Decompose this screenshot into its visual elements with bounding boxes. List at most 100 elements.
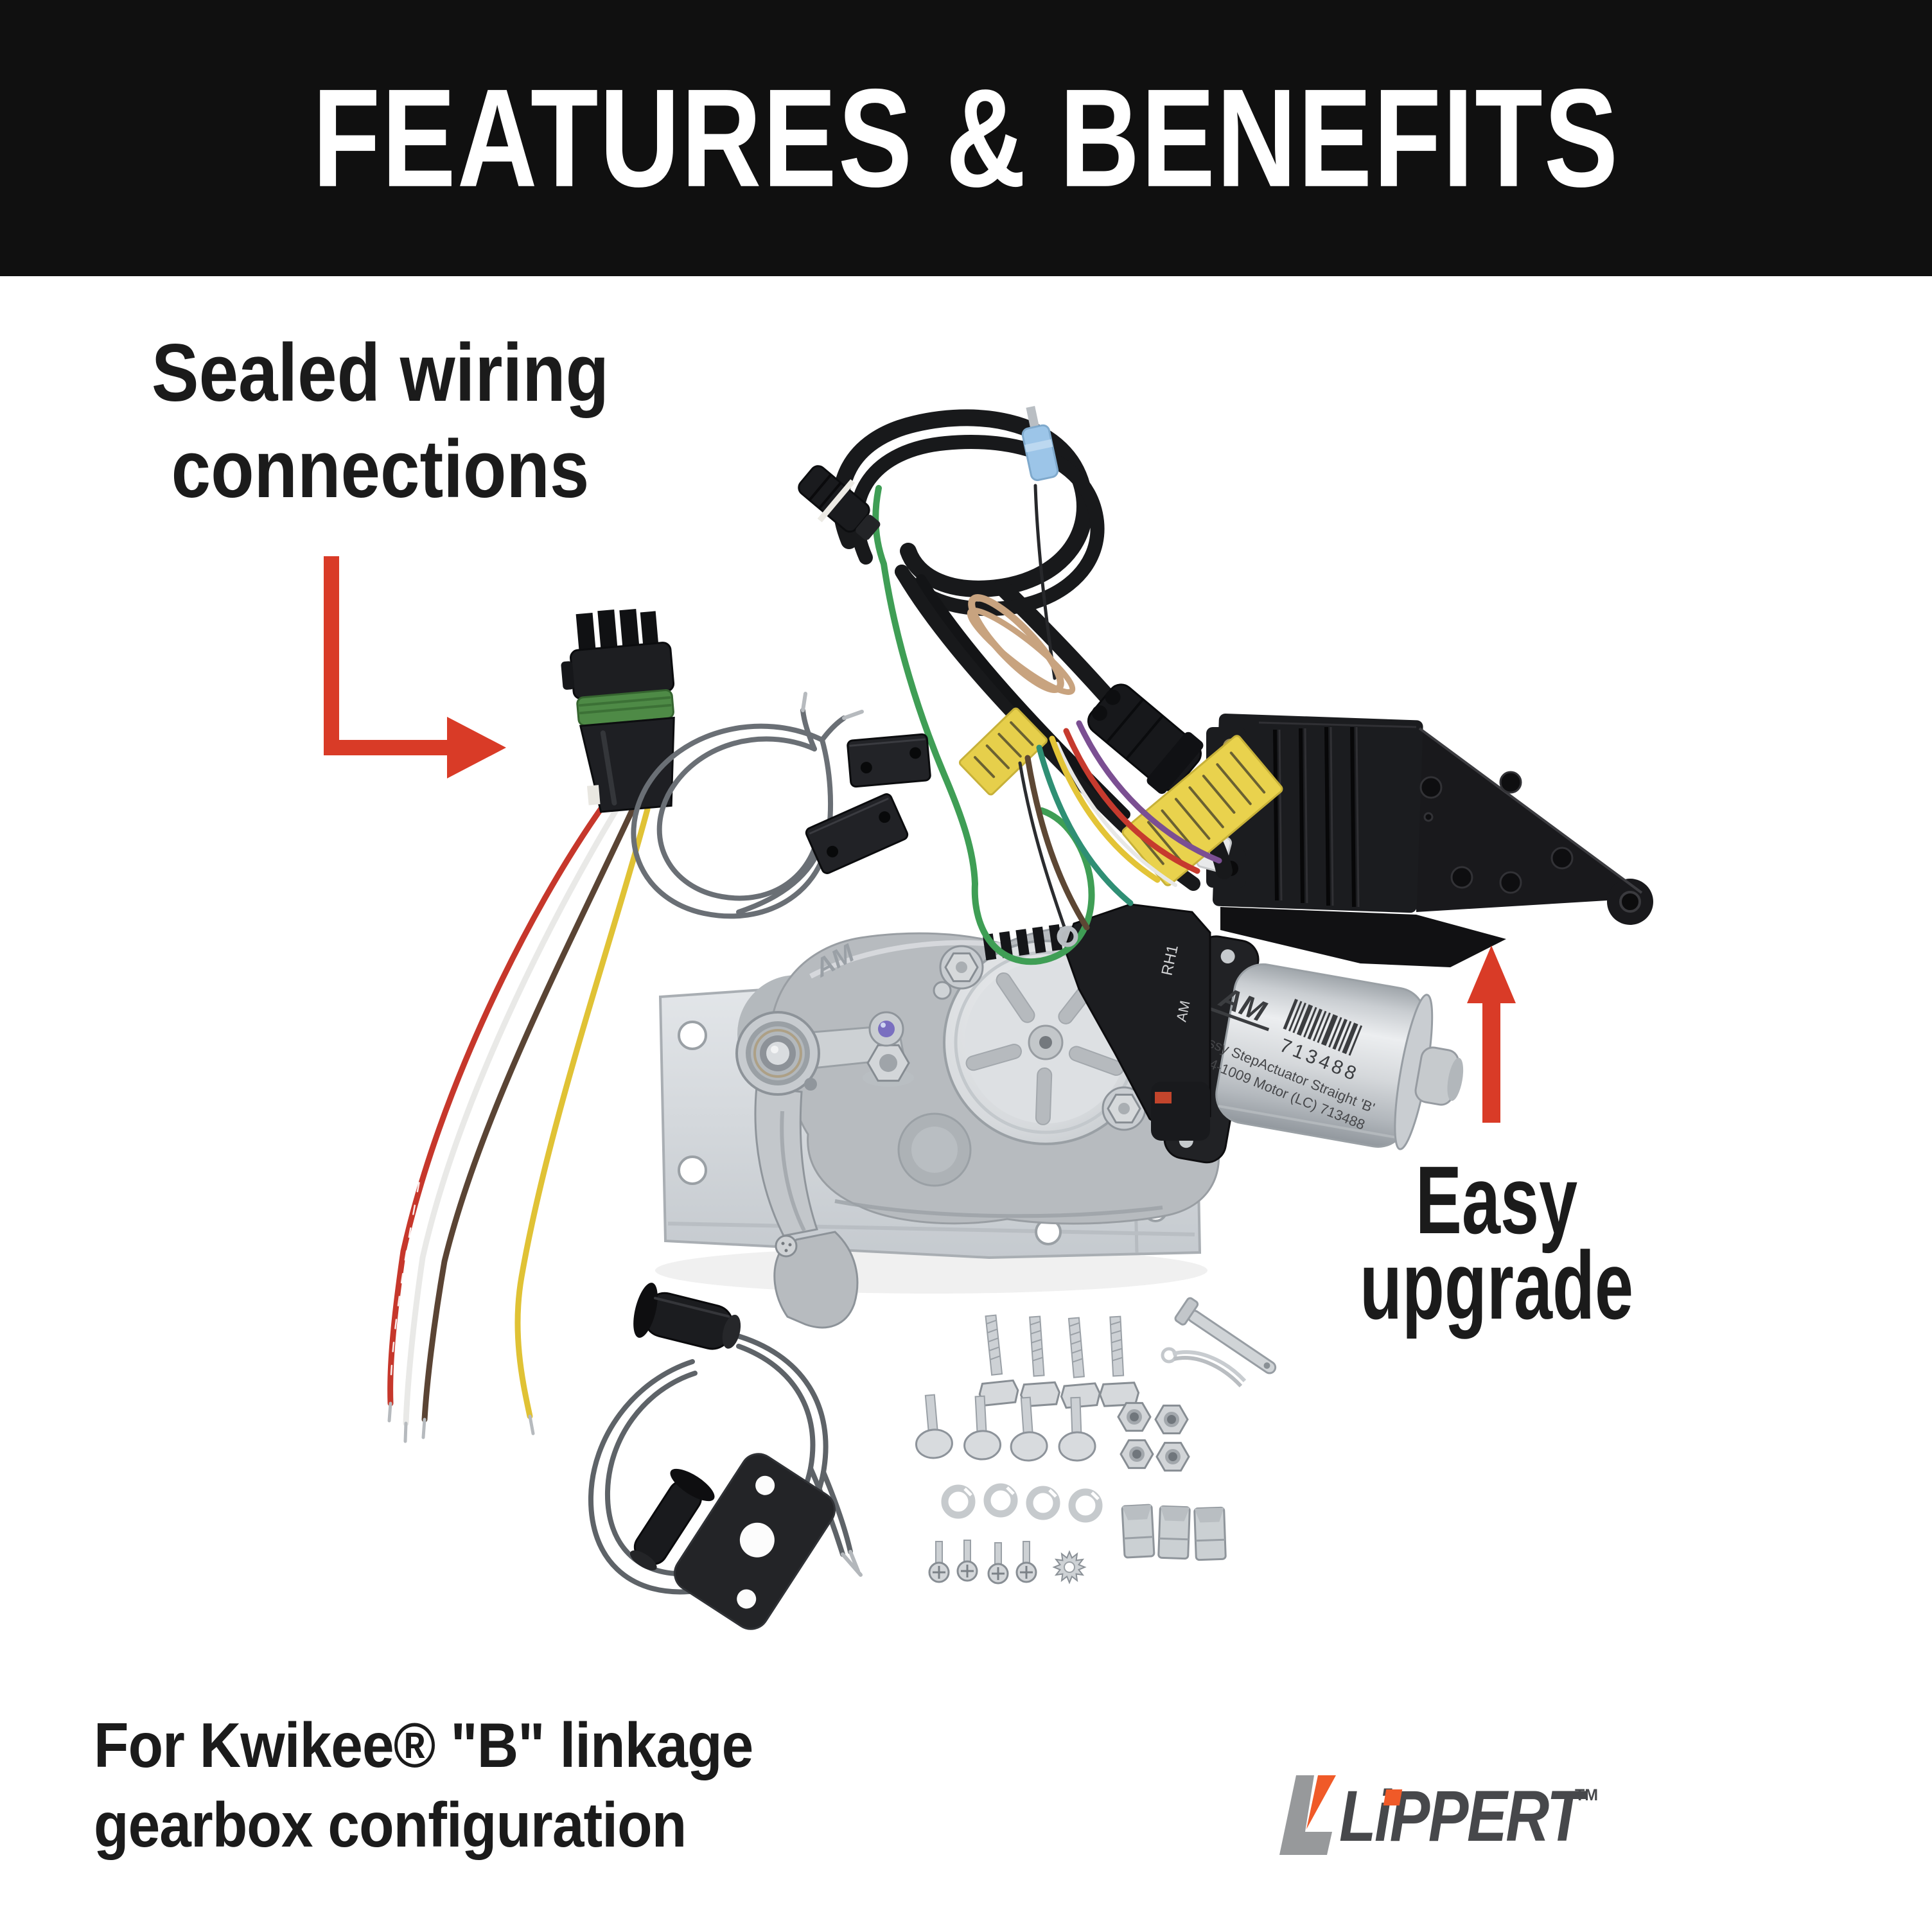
line-shape [654,1297,730,1318]
polygon-shape [978,1379,1019,1407]
callout-easy-line2: upgrade [1359,1231,1634,1339]
line-shape [988,1337,999,1342]
purple-wire [1076,720,1222,864]
cotter-pin [1161,1347,1247,1388]
rect-shape [1068,1046,1124,1076]
disc-bolt [1102,1086,1146,1131]
line-shape [841,1552,863,1577]
g-shape [1193,1506,1227,1561]
compatibility-note: For Kwikee® "B" linkage gearbox configur… [94,1705,753,1865]
line-shape [1355,726,1360,908]
rect-shape [1035,1067,1053,1125]
plate-hole [678,1155,707,1185]
circle-shape [739,1522,775,1558]
harness-2pin-connector [1087,683,1204,794]
yellow-wire [1049,735,1161,883]
circle-shape [1423,812,1434,822]
path-shape [1209,1007,1270,1032]
rect-shape [1151,1082,1210,1141]
magnet-switch-harness [631,692,931,919]
circle-shape [1091,705,1107,721]
circle-shape [827,845,839,857]
ring-terminal [1057,926,1078,947]
polygon-shape [1121,1504,1152,1520]
circle-shape [1550,847,1574,870]
line-shape [1161,809,1193,847]
line-shape [600,730,617,806]
polygon-shape [1160,1506,1190,1522]
g-shape [956,1540,978,1582]
pigtail-white-wire [403,806,620,1427]
line-shape [1110,1321,1121,1326]
rect-shape [1296,1004,1313,1036]
rect-shape [1337,1021,1352,1051]
rect-shape [1032,926,1046,954]
line-shape [1330,726,1334,906]
path-shape [800,708,817,751]
star-washer [1052,1550,1087,1585]
line-shape [809,474,832,501]
circle-shape [1068,1488,1103,1523]
lock-washers [941,1483,1103,1523]
ellipse-shape [1447,1057,1464,1101]
line-shape [1299,728,1304,904]
g-shape [1258,721,1417,908]
g-shape [973,721,1034,778]
line-shape [990,1355,1001,1360]
warning-label-small [958,707,1048,796]
line-shape [667,1222,1195,1236]
ellipse-shape [629,1550,657,1570]
line-shape [1304,728,1308,904]
spring-clips [1121,1504,1227,1561]
line-shape [809,798,889,834]
polygon-shape [1194,1507,1224,1523]
circle-shape [860,762,872,774]
g-shape [1121,1504,1155,1559]
rect-shape [1292,1002,1306,1033]
rect-shape [619,609,640,651]
compatibility-note-line1: For Kwikee® "B" linkage [94,1710,753,1780]
circle-shape [1132,1450,1141,1459]
path-shape [1173,1356,1243,1388]
control-bracket [1206,713,1653,967]
pigtail-red-wire [387,804,606,1407]
circle-shape [1419,776,1443,799]
ellipse-shape [633,1283,658,1338]
circle-shape [753,1029,802,1078]
b-linkage-arm [735,1011,914,1329]
path-shape [820,716,847,742]
circle-shape [1118,1103,1130,1114]
circle-shape [766,1042,789,1065]
line-shape [579,696,671,707]
logo-mark-gray-l [1279,1775,1332,1855]
hex-bolt-row [978,1314,1140,1409]
line-shape [986,1319,997,1325]
threadlock-dot [878,1021,895,1037]
lippert-i-dot [1383,1789,1403,1805]
rect-shape [1067,1317,1085,1378]
circle-shape [879,1054,897,1072]
rect-shape [1121,735,1283,886]
line-shape [963,1488,972,1497]
line-shape [579,703,672,715]
carriage-bolt-row [915,1394,1096,1462]
bracket-triangle [1416,726,1649,912]
line-shape [1218,1105,1401,1140]
zip-tie [817,479,856,523]
line-shape [1069,1322,1080,1327]
circle-shape [1220,949,1235,964]
rect-shape [1342,1023,1358,1055]
header-banner: FEATURES & BENEFITS [0,0,1932,276]
circle-shape [1105,689,1121,705]
g-shape [1110,1321,1123,1362]
disc-bolt [939,945,984,990]
lippert-logo-mark [1279,1775,1336,1855]
wire-tips [387,1401,535,1443]
hardware-kit [915,1297,1277,1585]
g-shape [963,1395,1002,1461]
rect-shape [847,733,931,788]
circle-shape [1039,1036,1052,1049]
rect-shape [1109,1315,1125,1377]
line-shape [988,1346,999,1351]
